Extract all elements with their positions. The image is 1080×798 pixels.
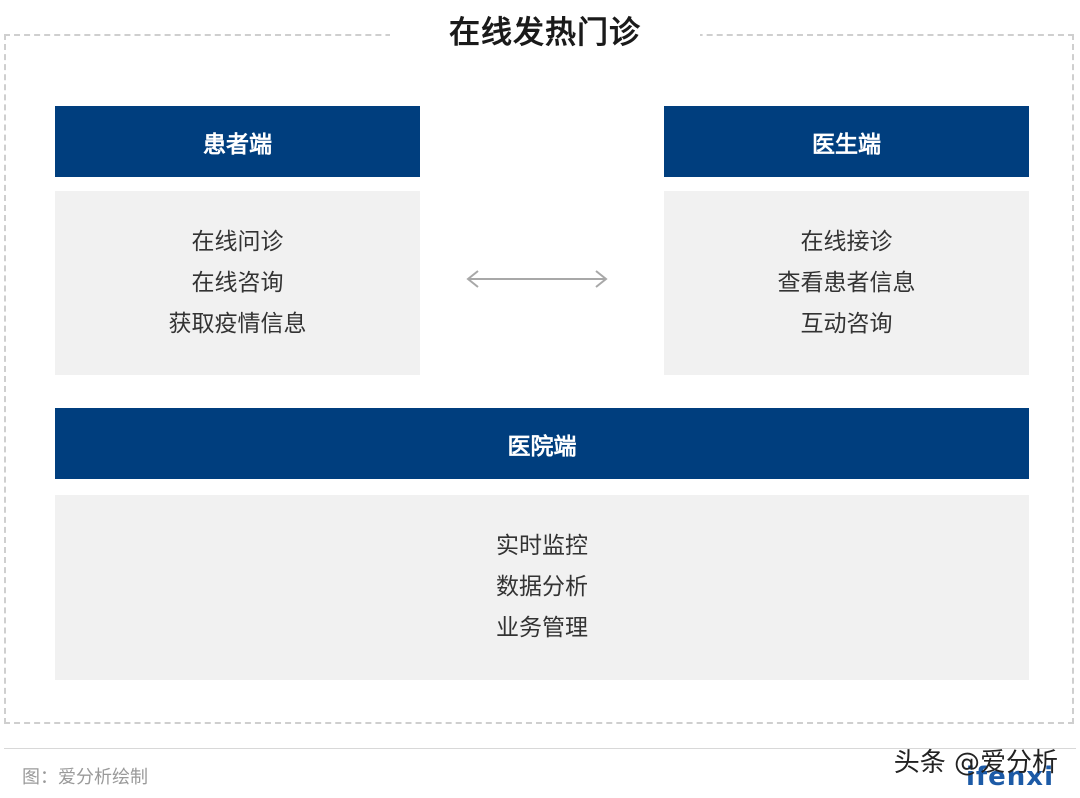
doctor-item: 互动咨询 [800, 310, 893, 337]
diagram-title: 在线发热门诊 [390, 10, 700, 56]
watermark: 头条 @爱分析 [893, 748, 1058, 778]
hospital-item: 业务管理 [496, 615, 588, 641]
hospital-header: 医院端 [55, 408, 1029, 479]
patient-item: 获取疫情信息 [168, 310, 307, 337]
doctor-item: 在线接诊 [800, 228, 893, 255]
patient-box: 在线问诊 在线咨询 获取疫情信息 [55, 191, 420, 375]
double-arrow-icon [466, 270, 608, 288]
source-caption: 图：爱分析绘制 [22, 767, 148, 788]
doctor-item: 查看患者信息 [777, 269, 916, 296]
hospital-item: 数据分析 [496, 574, 588, 600]
hospital-item: 实时监控 [496, 533, 588, 559]
brand-logo: ifenxi [965, 762, 1054, 792]
patient-item: 在线问诊 [191, 228, 284, 255]
doctor-box: 在线接诊 查看患者信息 互动咨询 [664, 191, 1029, 375]
patient-header: 患者端 [55, 106, 420, 177]
patient-item: 在线咨询 [191, 269, 284, 296]
doctor-header: 医生端 [664, 106, 1029, 177]
hospital-box: 实时监控 数据分析 业务管理 [55, 495, 1029, 680]
footer-divider [4, 748, 1076, 749]
